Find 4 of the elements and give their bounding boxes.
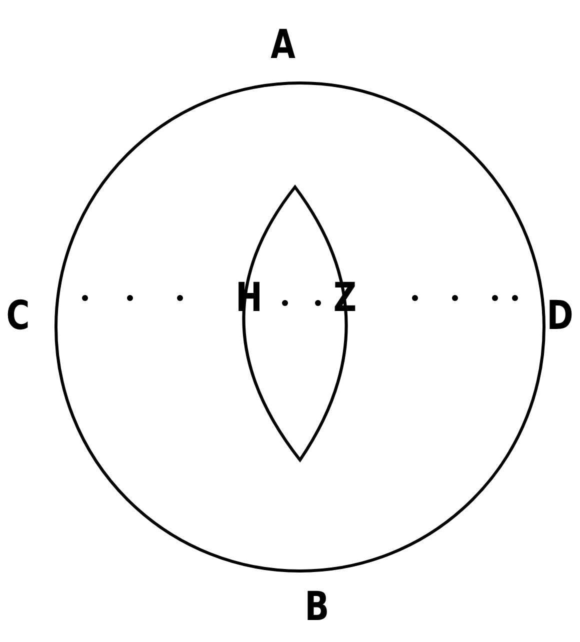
point-label: B [304,587,330,627]
point-label: C [6,296,30,336]
point-label: D [546,296,574,336]
point-label: A [270,25,296,65]
